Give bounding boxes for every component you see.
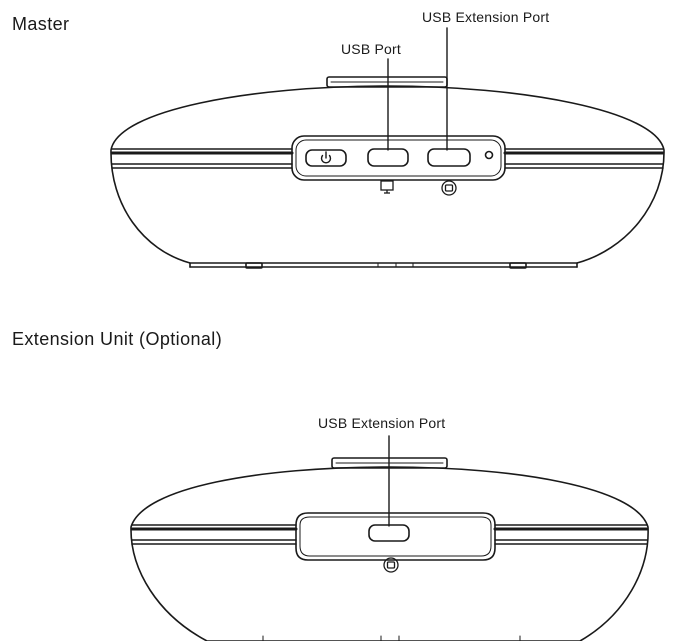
master-foot-left	[245, 262, 263, 269]
master-port-panel	[291, 135, 506, 181]
master-usb-extension-port	[427, 148, 471, 167]
extension-unit-extension-icon	[383, 557, 399, 573]
master-indicator-led	[484, 150, 494, 160]
extension-icon	[441, 180, 457, 196]
master-power-button	[305, 149, 347, 167]
extension-usb-extension-port	[368, 524, 410, 542]
extension-port-panel	[295, 512, 496, 561]
master-title: Master	[12, 14, 70, 34]
computer-icon	[380, 180, 394, 194]
master-body	[110, 85, 665, 264]
master-foot-right	[509, 262, 527, 269]
extension-title: Extension Unit (Optional)	[12, 329, 223, 349]
master-usb-port-label: USB Port	[341, 41, 401, 57]
extension-usb-extension-port-label: USB Extension Port	[318, 415, 446, 431]
master-usb-extension-port-label: USB Extension Port	[422, 9, 550, 25]
power-icon	[320, 151, 332, 164]
